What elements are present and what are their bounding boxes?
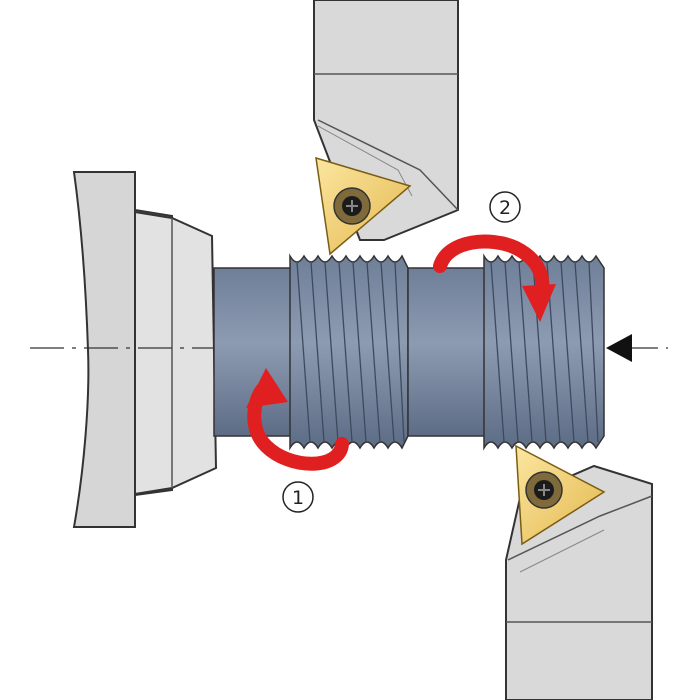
step-label-1: 1 (282, 481, 314, 513)
upper-insert (315, 156, 412, 256)
thread-section-1 (289, 253, 409, 451)
rotation-arrow-2 (433, 234, 556, 322)
step-label-2: 2 (489, 191, 521, 223)
feed-direction-icon (606, 334, 632, 362)
workpiece-shaft-middle (407, 267, 487, 437)
lower-insert (515, 444, 606, 546)
step-label-2-text: 2 (499, 197, 511, 219)
chuck (72, 171, 218, 528)
step-label-1-text: 1 (292, 487, 304, 509)
thread-section-2 (483, 253, 605, 451)
rotation-arrow-1 (246, 368, 349, 471)
